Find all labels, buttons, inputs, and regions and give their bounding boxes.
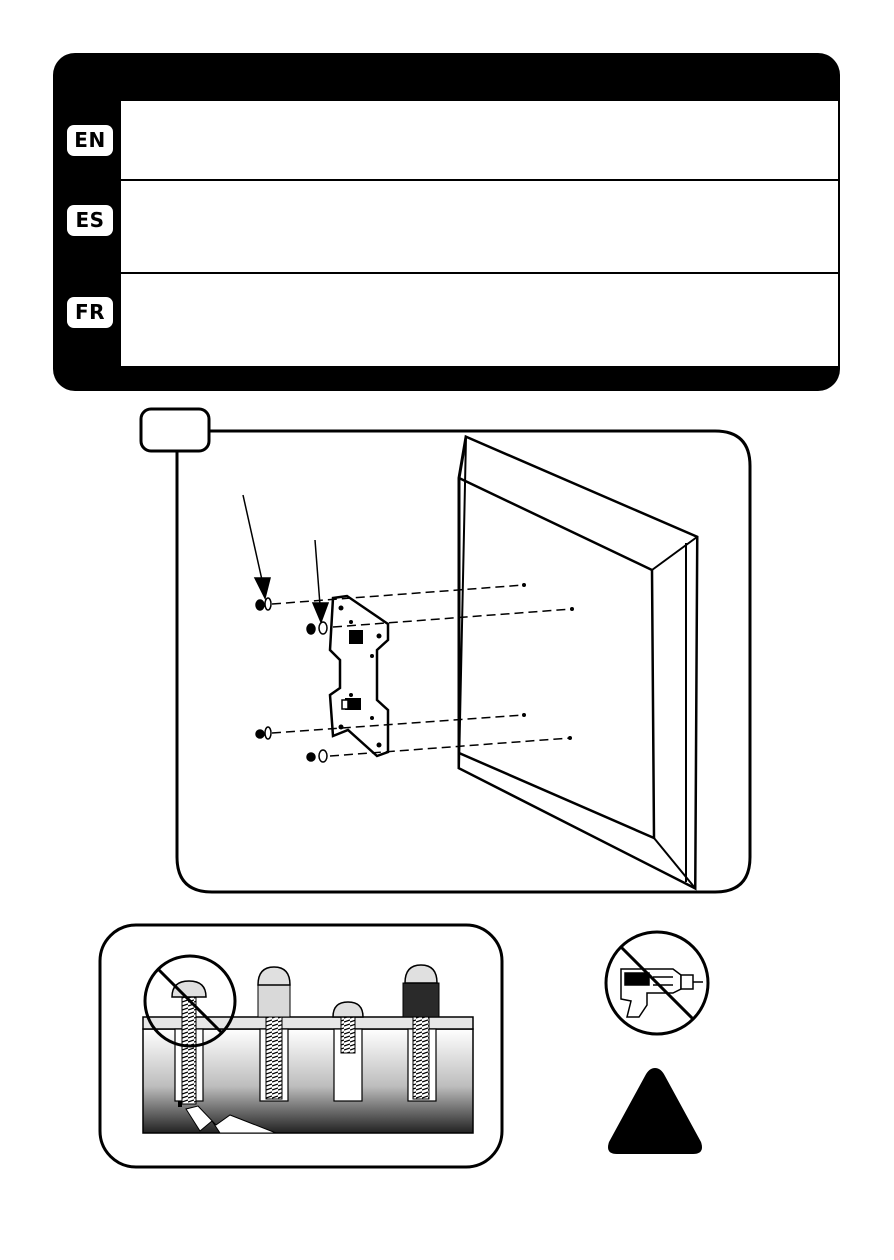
instruction-row-fr (121, 274, 838, 366)
warning-triangle-icon (608, 1068, 702, 1154)
vesa-bracket-plate (328, 594, 390, 758)
callout-arrow-screw (242, 494, 271, 601)
prohibited-circle-icon (143, 954, 237, 1048)
screw-washer-top-left (255, 597, 272, 611)
screw-washer-bottom-right (306, 749, 328, 763)
step-number-tab (139, 407, 211, 453)
screw-with-dark-spacer (402, 964, 440, 1100)
drill-prohibited-icon (604, 930, 710, 1036)
language-badge-fr: FR (67, 297, 113, 328)
screw-washer-top-right (306, 621, 328, 635)
instruction-row-en (121, 101, 838, 179)
step-frame (175, 429, 752, 894)
callout-arrow-washer (311, 539, 330, 625)
screw-length-guide (98, 923, 504, 1169)
screw-with-light-spacer (257, 966, 291, 1100)
tv-panel (457, 434, 699, 891)
bracket-plate-section (142, 1016, 474, 1030)
language-badge-en: EN (67, 125, 113, 156)
panel-damage-crack (185, 1105, 277, 1134)
screw-guide-lines (271, 584, 573, 757)
screw-washer-bottom-left (255, 726, 272, 740)
instruction-row-es (121, 181, 838, 272)
language-badge-es: ES (67, 205, 113, 236)
screw-short (332, 1001, 364, 1054)
